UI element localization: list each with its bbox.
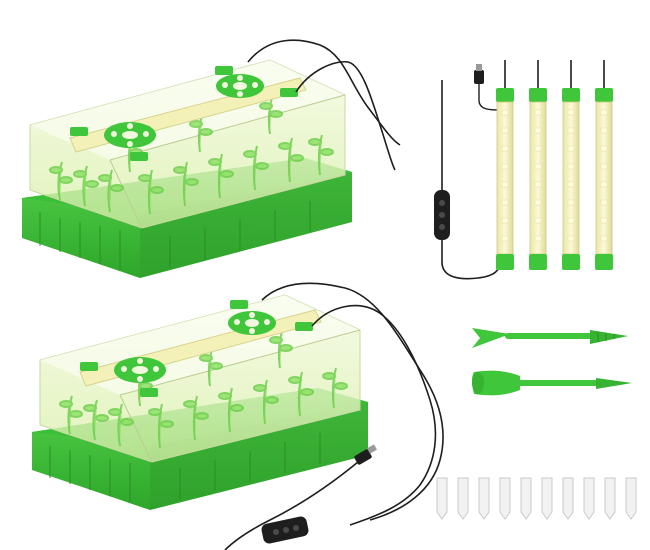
light-strip-1 — [496, 60, 514, 270]
upper-kit — [22, 39, 401, 278]
controller-lower — [261, 516, 309, 544]
light-strip-4 — [595, 60, 613, 270]
vent-lower-left — [114, 357, 166, 383]
clip-lower-3 — [295, 322, 313, 331]
clip-lower-2 — [230, 300, 248, 309]
clip-upper-4 — [130, 152, 148, 161]
plant-tag-3 — [478, 477, 490, 520]
cable-upper-2 — [295, 60, 396, 171]
plant-tag-10 — [625, 477, 637, 520]
lower-kit — [32, 282, 444, 550]
plant-tag-2 — [457, 477, 469, 520]
plant-tag-1 — [436, 477, 448, 520]
scoop-spoon — [472, 370, 632, 396]
strip-controller — [434, 190, 450, 240]
plant-tag-6 — [541, 477, 553, 520]
seedlings-lower — [59, 331, 348, 449]
usb-plug-lower — [354, 444, 377, 465]
clip-lower-1 — [80, 362, 98, 371]
cable-lower-1 — [261, 282, 444, 521]
clip-upper-3 — [280, 88, 298, 97]
dibber-fork — [472, 328, 628, 348]
vent-upper-left — [104, 122, 156, 148]
light-strip-2 — [529, 60, 547, 270]
clip-upper-2 — [215, 66, 233, 75]
plant-tag-9 — [604, 477, 616, 520]
vent-lower-right — [228, 311, 276, 335]
plant-tag-4 — [499, 477, 511, 520]
cable-upper-1 — [247, 39, 401, 146]
plant-tag-8 — [583, 477, 595, 520]
usb-plug-strips — [474, 64, 484, 84]
plant-tag-5 — [520, 477, 532, 520]
light-strips — [434, 60, 613, 280]
plant-tag-7 — [562, 477, 574, 520]
light-strip-3 — [562, 60, 580, 270]
cable-lower-2 — [311, 304, 437, 526]
plant-tags — [436, 477, 637, 520]
vent-upper-right — [216, 74, 264, 98]
clip-upper-1 — [70, 127, 88, 136]
usb-cable-lower — [224, 461, 359, 550]
clip-lower-4 — [140, 388, 158, 397]
